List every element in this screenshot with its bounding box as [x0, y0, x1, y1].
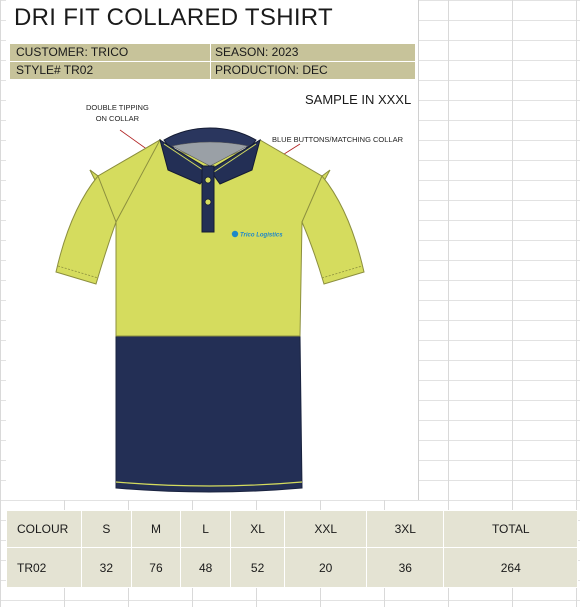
table-row: TR02 32 76 48 52 20 36 264 — [6, 547, 578, 588]
navy-lower-panel — [115, 335, 303, 493]
polo-shirt-illustration: Trico Logistics — [55, 127, 365, 493]
callout-tipping-line2: ON COLLAR — [95, 114, 140, 123]
cell-total[interactable]: 264 — [443, 547, 578, 588]
table-header-row: COLOUR S M L XL XXL 3XL TOTAL — [6, 509, 578, 549]
callout-blue-buttons: BLUE BUTTONS/MATCHING COLLAR — [272, 135, 403, 144]
customer-cell[interactable]: CUSTOMER: TRICO — [16, 45, 129, 59]
callout-double-tipping: DOUBLE TIPPING ON COLLAR — [86, 102, 149, 124]
cell-qty-m[interactable]: 76 — [130, 547, 182, 588]
style-cell[interactable]: STYLE# TR02 — [16, 63, 94, 77]
collar-right-tipping — [213, 143, 257, 173]
logo-mark-icon — [231, 230, 239, 238]
cell-divider — [210, 62, 211, 79]
page-title: DRI FIT COLLARED TSHIRT — [14, 4, 333, 31]
season-cell[interactable]: SEASON: 2023 — [215, 45, 299, 59]
header-size-3xl[interactable]: 3XL — [366, 509, 445, 549]
header-size-m[interactable]: M — [130, 509, 182, 549]
header-total[interactable]: TOTAL — [443, 509, 578, 549]
production-cell[interactable]: PRODUCTION: DEC — [215, 63, 328, 77]
collar-left-flap — [159, 138, 211, 185]
header-size-xxl[interactable]: XXL — [284, 509, 368, 549]
header-size-xl[interactable]: XL — [229, 509, 286, 549]
sample-size-note: SAMPLE IN XXXL — [305, 92, 412, 107]
info-row-customer: CUSTOMER: TRICO SEASON: 2023 — [10, 44, 415, 61]
chest-logo-text: Trico Logistics — [240, 233, 283, 239]
cell-qty-s[interactable]: 32 — [81, 547, 132, 588]
callout-tipping-line1: DOUBLE TIPPING — [86, 103, 149, 112]
cell-qty-3xl[interactable]: 36 — [366, 547, 445, 588]
cell-colour[interactable]: TR02 — [6, 547, 82, 588]
header-colour[interactable]: COLOUR — [6, 509, 82, 549]
placket-button-1 — [204, 176, 212, 184]
cell-qty-xl[interactable]: 52 — [229, 547, 286, 588]
cell-qty-xxl[interactable]: 20 — [284, 547, 368, 588]
size-breakdown-table: COLOUR S M L XL XXL 3XL TOTAL TR02 32 76… — [6, 509, 578, 588]
header-size-l[interactable]: L — [180, 509, 231, 549]
collar-left-tipping — [163, 143, 207, 173]
placket-button-2 — [204, 198, 212, 206]
bottom-hem — [115, 481, 303, 487]
left-sleeve-outer — [55, 175, 117, 285]
right-sleeve-outer — [301, 175, 365, 285]
cell-divider — [210, 44, 211, 61]
collar-inner — [171, 141, 249, 167]
header-size-s[interactable]: S — [81, 509, 132, 549]
cell-qty-l[interactable]: 48 — [180, 547, 231, 588]
info-row-style: STYLE# TR02 PRODUCTION: DEC — [10, 62, 415, 79]
collar-right-flap — [209, 138, 261, 185]
